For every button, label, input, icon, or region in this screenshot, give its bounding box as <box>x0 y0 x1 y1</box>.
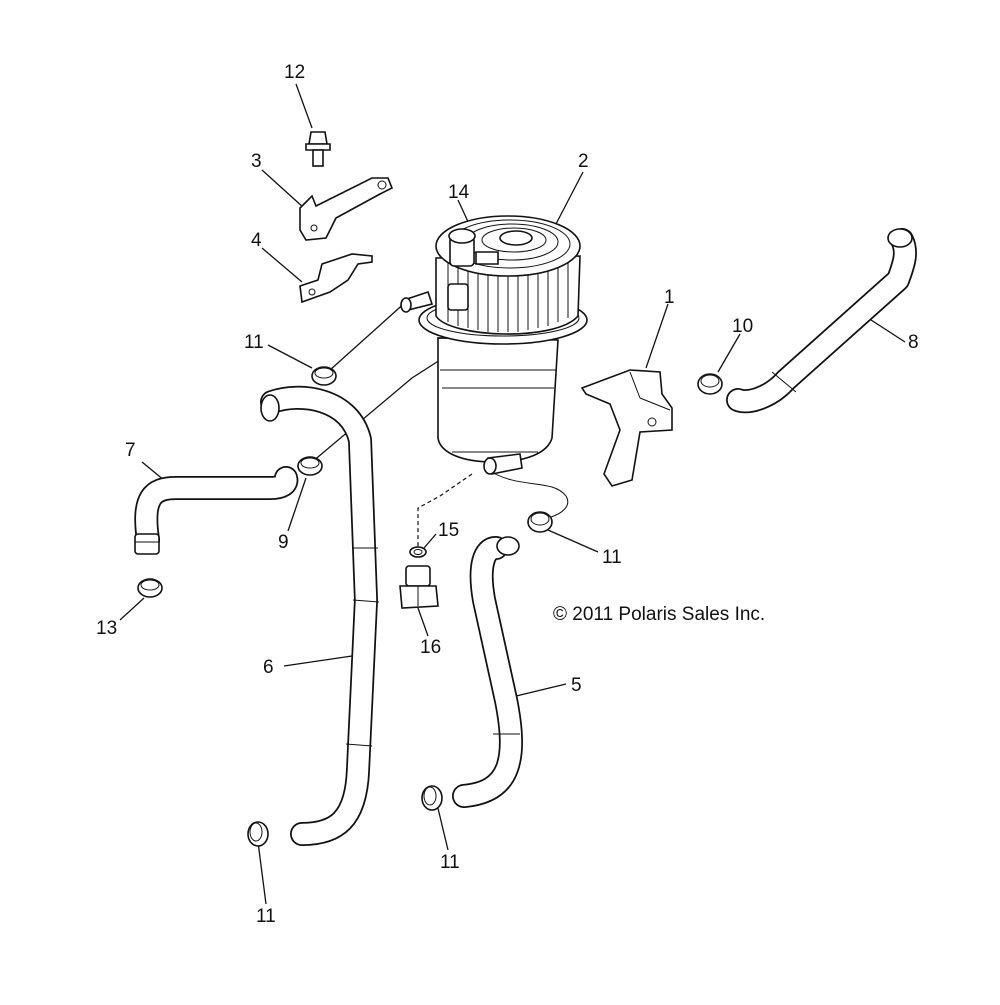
bolt-12 <box>305 131 331 167</box>
callout-11-right: 11 <box>602 547 622 568</box>
hose-7 <box>134 466 299 555</box>
callout-16: 16 <box>420 637 441 658</box>
callout-15: 15 <box>438 520 459 541</box>
callout-13: 13 <box>96 618 117 639</box>
clamp-11-right <box>527 511 553 533</box>
leader-lines <box>119 83 906 905</box>
dashed-connection-line <box>417 473 473 548</box>
clamp-13 <box>137 578 163 598</box>
fitting-16 <box>399 565 439 609</box>
clamp-11-upper-left <box>311 366 337 386</box>
callout-8: 8 <box>908 332 919 353</box>
oring-15 <box>409 546 427 558</box>
hose-5 <box>452 536 523 808</box>
canister-assembly <box>400 215 588 475</box>
hose-6 <box>260 385 380 846</box>
callout-10: 10 <box>732 316 753 337</box>
callout-1: 1 <box>664 287 675 308</box>
bracket-4 <box>299 253 373 304</box>
hose-8 <box>726 228 917 414</box>
canister-drain-line <box>487 469 569 519</box>
callout-11-bottom-center: 11 <box>440 852 460 873</box>
top-fitting-14 <box>448 228 499 267</box>
callout-11-bottom-left: 11 <box>256 906 276 927</box>
callout-labels: 12 3 4 2 14 1 10 8 11 7 9 15 11 13 16 6 … <box>96 62 919 927</box>
callout-11-upper-left: 11 <box>244 332 264 353</box>
callout-9: 9 <box>278 532 289 553</box>
clamps <box>137 366 723 847</box>
callout-12: 12 <box>284 62 305 83</box>
clamp-11-bottom-center <box>421 785 443 811</box>
clamp-11-bottom-left <box>247 821 269 847</box>
callout-3: 3 <box>251 151 262 172</box>
callout-5: 5 <box>571 675 582 696</box>
callout-7: 7 <box>125 440 136 461</box>
bracket-3 <box>299 177 394 241</box>
clamp-9 <box>297 456 323 476</box>
copyright-notice: © 2011 Polaris Sales Inc. <box>553 604 765 625</box>
callout-4: 4 <box>251 230 262 251</box>
bracket-1 <box>580 369 673 487</box>
callout-6: 6 <box>263 657 274 678</box>
callout-2: 2 <box>578 151 589 172</box>
callout-14: 14 <box>448 182 470 203</box>
clamp-10 <box>697 373 723 395</box>
